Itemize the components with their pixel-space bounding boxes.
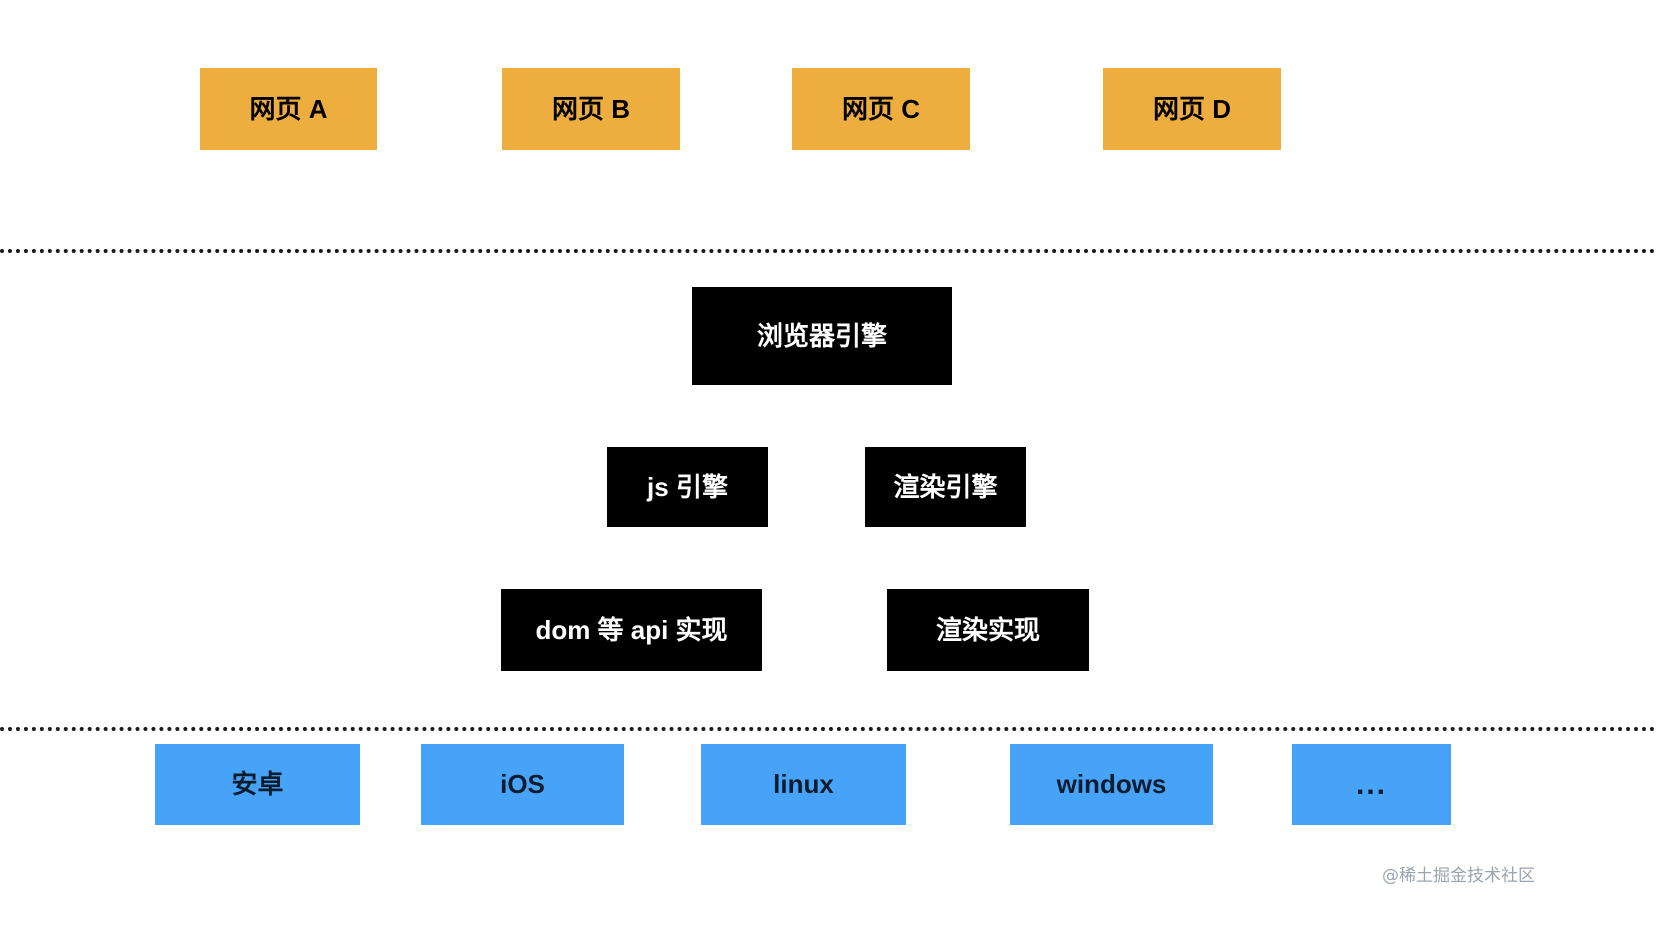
watermark: @稀土掘金技术社区 <box>1382 866 1535 886</box>
js-engine-box: js 引擎 <box>607 447 768 527</box>
browser-engine-box: 浏览器引擎 <box>692 287 952 385</box>
os-box-more: ... <box>1292 744 1451 825</box>
browser-engine-label: 浏览器引擎 <box>756 320 887 351</box>
web-page-label-c: 网页 C <box>841 93 920 124</box>
dom-api-impl-box: dom 等 api 实现 <box>501 589 762 671</box>
render-impl-label: 渲染实现 <box>935 614 1040 645</box>
dom-api-impl-label: dom 等 api 实现 <box>535 614 728 645</box>
os-box-linux: linux <box>701 744 906 825</box>
os-box-windows: windows <box>1010 744 1213 825</box>
web-page-box-a: 网页 A <box>200 68 377 150</box>
divider-top <box>0 249 1656 253</box>
web-page-label-a: 网页 A <box>249 93 328 124</box>
os-label-linux: linux <box>773 769 834 800</box>
render-impl-box: 渲染实现 <box>887 589 1089 671</box>
os-label-windows: windows <box>1056 769 1167 800</box>
os-box-ios: iOS <box>421 744 624 825</box>
os-label-more: ... <box>1355 768 1387 801</box>
web-page-label-d: 网页 D <box>1152 93 1231 124</box>
os-label-android: 安卓 <box>231 769 284 800</box>
web-page-box-d: 网页 D <box>1103 68 1281 150</box>
web-page-box-c: 网页 C <box>792 68 970 150</box>
js-engine-label: js 引擎 <box>647 471 728 502</box>
web-page-box-b: 网页 B <box>502 68 680 150</box>
render-engine-box: 渲染引擎 <box>865 447 1026 527</box>
web-page-label-b: 网页 B <box>551 93 630 124</box>
os-box-android: 安卓 <box>155 744 360 825</box>
render-engine-label: 渲染引擎 <box>893 471 998 502</box>
os-label-ios: iOS <box>500 769 545 800</box>
divider-bottom <box>0 727 1656 731</box>
